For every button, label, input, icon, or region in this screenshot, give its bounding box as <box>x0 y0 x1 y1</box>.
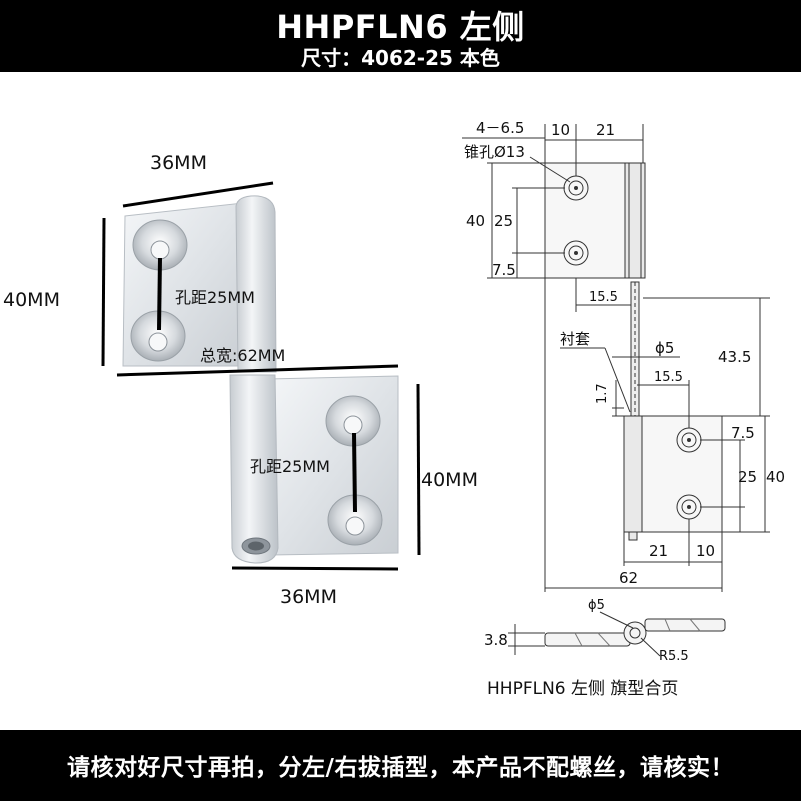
label-bushing: 衬套 <box>560 330 590 348</box>
dim-25-right: 25 <box>738 468 757 486</box>
photo-right-height: 40MM <box>421 469 478 491</box>
photo-total-width: 总宽:62MM <box>200 346 285 365</box>
dim-21-top: 21 <box>596 121 615 139</box>
hinge-photo <box>101 181 421 571</box>
dim-21-bottom: 21 <box>649 542 668 560</box>
product-size: 尺寸：4062-25 本色 <box>301 46 500 70</box>
photo-hole-pitch-bottom: 孔距25MM <box>250 457 330 476</box>
dim-radius: R5.5 <box>659 649 689 664</box>
dim-25-left: 25 <box>494 212 513 230</box>
dim-40-right: 40 <box>766 468 785 486</box>
dim-62: 62 <box>619 569 638 587</box>
footer-bar <box>0 730 801 801</box>
dim-10-top: 10 <box>551 121 570 139</box>
dim-40-left: 40 <box>466 212 485 230</box>
dim-7-5-right: 7.5 <box>731 424 755 442</box>
header-bar <box>0 0 801 72</box>
dim-countersink: 锥孔Ø13 <box>464 143 525 161</box>
photo-top-width: 36MM <box>150 152 207 174</box>
dim-hole-count: 4－6.5 <box>476 119 524 137</box>
upper-knuckle <box>235 195 277 373</box>
photo-holes <box>130 219 383 546</box>
photo-left-height: 40MM <box>3 289 60 311</box>
dim-43-5: 43.5 <box>718 348 751 366</box>
footer-notice: 请核对好尺寸再拍，分左/右拔插型，本产品不配螺丝，请核实！ <box>67 755 734 781</box>
product-title: HHPFLN6 左侧 <box>276 8 525 46</box>
dim-pin-dia: ϕ5 <box>655 339 674 357</box>
photo-hole-pitch-top: 孔距25MM <box>175 288 255 307</box>
dim-15-5-upper: 15.5 <box>589 290 618 305</box>
technical-drawing <box>462 124 770 657</box>
photo-bottom-width: 36MM <box>280 586 337 608</box>
dim-7-5-left: 7.5 <box>492 261 516 279</box>
drawing-caption: HHPFLN6 左侧 旗型合页 <box>487 679 678 699</box>
dim-1-7: 1.7 <box>595 383 610 404</box>
dim-10-bottom: 10 <box>696 542 715 560</box>
dim-side-pin-dia: ϕ5 <box>588 598 605 613</box>
dim-3-8: 3.8 <box>484 631 508 649</box>
dim-15-5-lower: 15.5 <box>654 370 683 385</box>
lower-knuckle <box>229 374 279 564</box>
